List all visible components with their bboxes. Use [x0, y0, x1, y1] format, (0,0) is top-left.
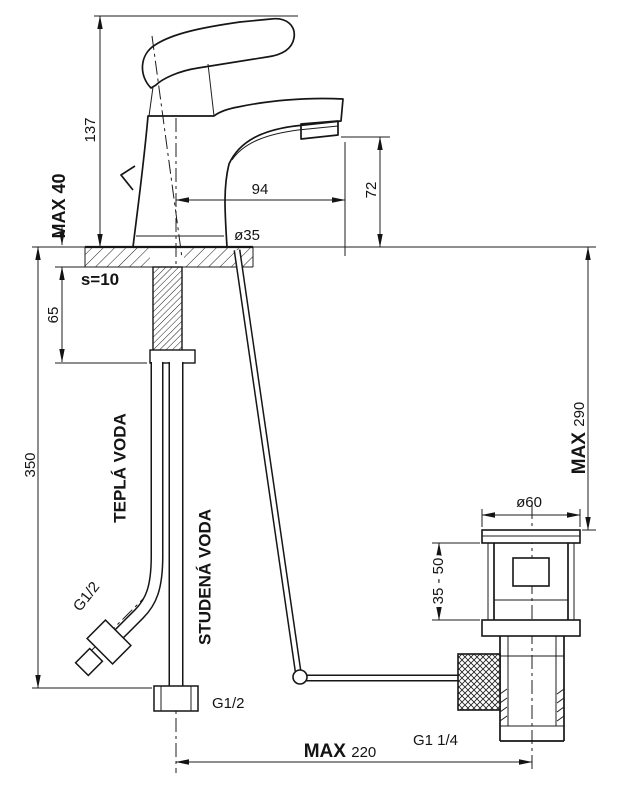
hot-hose-union-nut — [86, 619, 132, 665]
dim-drain-dia-60: ø60 — [516, 494, 542, 511]
hot-water-hose — [74, 362, 164, 677]
label-cold-water: STUDENÁ VODA — [195, 509, 214, 645]
threaded-shank — [152, 266, 183, 363]
label-drain-thread: G1 1/4 — [413, 732, 458, 749]
mounting-shank — [149, 266, 196, 364]
deck-hatch-left — [85, 247, 150, 267]
faucet — [120, 17, 344, 248]
cold-water-pipe — [153, 362, 199, 712]
handle-neck — [148, 63, 215, 117]
faucet-handle — [141, 17, 296, 89]
deck-hatch-right — [184, 247, 253, 267]
pull-rod-inner — [235, 249, 300, 672]
dim-spout-72: 72 — [363, 182, 380, 199]
spout-aerator — [300, 120, 339, 140]
dim-base-dia-35: ø35 — [234, 227, 260, 244]
dim-center-distance-220: MAX 220 — [304, 741, 377, 762]
faucet-body — [132, 97, 344, 248]
hot-hose-end-centerline — [81, 591, 151, 661]
lever-axis-centerline — [151, 35, 183, 259]
dim-max-deck-40: MAX 40 — [49, 173, 69, 238]
mounting-nut — [149, 349, 196, 364]
dim-clamp-range: 35 - 50 — [430, 558, 447, 605]
label-plate-thickness: s=10 — [81, 270, 119, 289]
drain-pull-rod — [233, 249, 463, 685]
dimension-labels: 137 MAX 40 65 350 94 72 ø35 s=10 TEPLÁ V… — [22, 117, 590, 762]
drain-lower-flange — [481, 619, 581, 637]
label-cold-thread: G1/2 — [212, 695, 245, 712]
dim-hose-350: 350 — [22, 452, 39, 477]
dim-drain-max-290: MAX 290 — [569, 402, 590, 475]
label-hot-water: TEPLÁ VODA — [110, 413, 129, 523]
body-left-tab — [120, 165, 136, 191]
extension-lines — [32, 15, 596, 689]
deck-plate — [84, 245, 254, 268]
drain-knurled-nut — [457, 653, 501, 711]
dimension-lines — [35, 15, 591, 765]
rod-ball-joint — [292, 669, 308, 685]
hot-hose-tip — [74, 647, 104, 677]
label-hot-thread: G1/2 — [70, 579, 103, 615]
dim-height-137: 137 — [82, 117, 99, 142]
drain-assembly — [457, 529, 581, 742]
hot-hose-inner — [114, 362, 162, 639]
drain-plug-square — [512, 557, 550, 587]
spout-inner-line — [231, 125, 339, 161]
dim-shank-65: 65 — [45, 307, 62, 324]
dim-reach-94: 94 — [252, 181, 269, 198]
drain-thread-ticks — [499, 688, 565, 722]
